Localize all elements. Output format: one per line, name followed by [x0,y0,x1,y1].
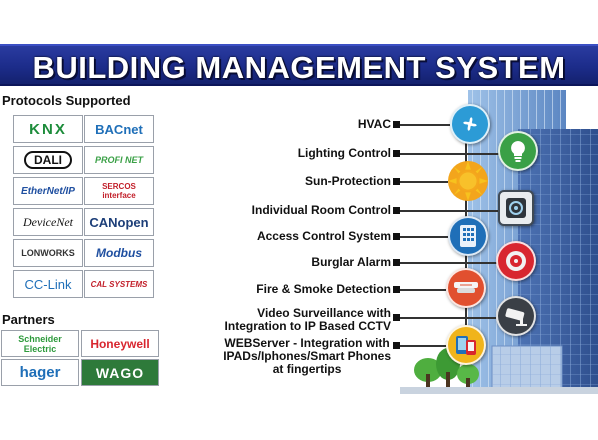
schneider-electric-logo: Schneider Electric [1,330,79,357]
modbus-logo: Modbus [84,239,154,267]
smartphone-icon [446,325,486,365]
sercos-logo: SERCOS interface [84,177,154,205]
profinet-logo: PROFI NET [84,146,154,174]
feature-connector [400,262,500,264]
feature-label-sun-protection: Sun-Protection [305,174,391,188]
ethernet-ip-logo: EtherNet/IP [13,177,83,205]
knx-logo: KNX [13,115,83,143]
honeywell-logo: Honeywell [81,330,159,357]
dali-logo: DALI [13,146,83,174]
feature-bullet [393,314,400,321]
thermostat-icon [498,190,534,226]
feature-label-hvac: HVAC [357,117,391,131]
feature-bullet [393,286,400,293]
alarm-bell-icon [496,241,536,281]
keypad-icon [448,216,488,256]
building-illustration [400,90,598,394]
feature-bullet [393,178,400,185]
fan-icon [450,104,490,144]
feature-connector [400,236,448,238]
feature-label-webserver: WEBServer - Integration with IPADs/Iphon… [223,336,391,376]
feature-bullet [393,342,400,349]
light-bulb-icon [498,131,538,171]
feature-connector [400,289,446,291]
feature-label-video-surveillance: Video Surveillance with Integration to I… [224,306,391,333]
protocols-heading: Protocols Supported [2,93,131,108]
wago-logo: WAGO [81,359,159,386]
canopen-logo: CANopen [84,208,154,236]
header-banner: BUILDING MANAGEMENT SYSTEM [0,44,598,86]
feature-bullet [393,233,400,240]
feature-connector [400,210,500,212]
feature-label-lighting: Lighting Control [297,146,391,160]
sun-icon [448,161,488,201]
feature-bullet [393,150,400,157]
bacnet-logo: BACnet [84,115,154,143]
feature-bullet [393,121,400,128]
feature-connector [400,124,450,126]
page-title: BUILDING MANAGEMENT SYSTEM [32,50,566,85]
smoke-detector-icon [446,268,486,308]
feature-connector [400,181,448,183]
lonworks-logo: LONWORKS [13,239,83,267]
feature-bullet [393,259,400,266]
feature-label-fire-smoke: Fire & Smoke Detection [256,282,391,296]
feature-connector [400,345,446,347]
feature-connector [400,153,500,155]
feature-label-room-control: Individual Room Control [251,203,391,217]
cctv-camera-icon [496,296,536,336]
feature-bullet [393,207,400,214]
cc-link-logo: CC-Link [13,270,83,298]
partners-heading: Partners [2,312,55,327]
feature-label-burglar-alarm: Burglar Alarm [311,255,391,269]
feature-connector [400,317,496,319]
hager-logo: hager [1,359,79,386]
cal-systems-logo: CAL SYSTEMS [84,270,154,298]
devicenet-logo: DeviceNet [13,208,83,236]
feature-label-access-control: Access Control System [256,229,391,243]
